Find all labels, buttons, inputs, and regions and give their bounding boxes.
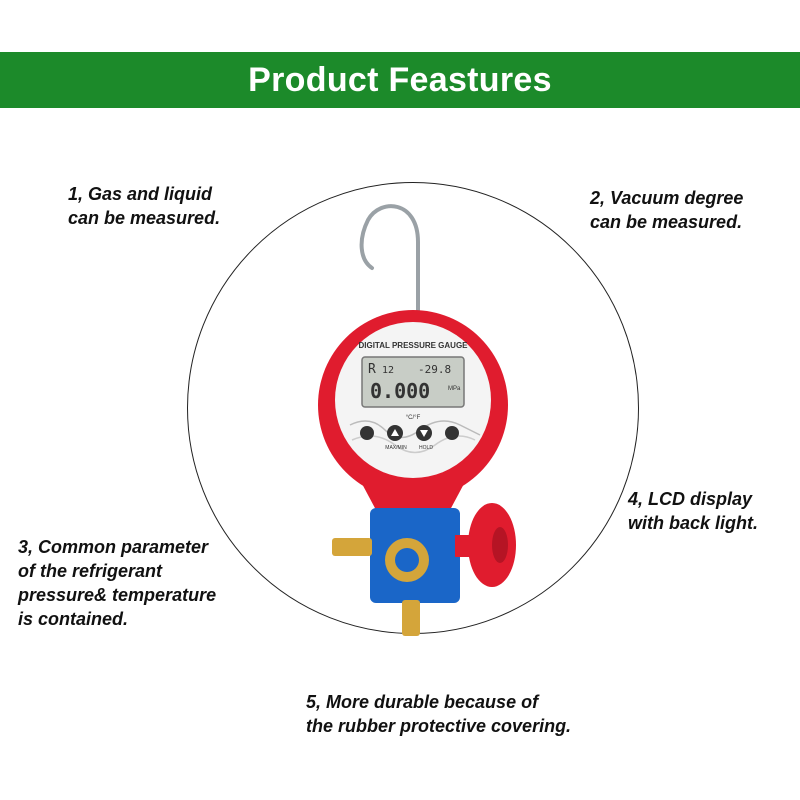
- lcd-pressure: 0.000: [370, 379, 430, 403]
- title-banner: Product Feastures: [0, 52, 800, 108]
- feature-vacuum: 2, Vacuum degree can be measured.: [590, 188, 744, 232]
- feature-refrigerant-parameters: 3, Common parameter of the refrigerant p…: [18, 535, 217, 631]
- power-button[interactable]: [360, 426, 374, 440]
- banner-title: Product Feastures: [248, 60, 552, 99]
- unit-label: °C/°F: [406, 415, 421, 421]
- lcd-unit: MPa: [448, 386, 461, 392]
- gauge-brand-text: DIGITAL PRESSURE GAUGE: [358, 341, 468, 350]
- light-button[interactable]: [445, 426, 459, 440]
- feature-gas-liquid: 1, Gas and liquid can be measured.: [68, 184, 221, 228]
- digital-pressure-gauge-image: DIGITAL PRESSURE GAUGE R 12 -29.8 0.000 …: [318, 204, 516, 636]
- feature-lcd-backlight: 4, LCD display with back light.: [628, 487, 759, 535]
- maxmin-label: MAX/MIN: [385, 445, 407, 451]
- lcd-temperature: -29.8: [418, 363, 451, 376]
- lcd-refrigerant: R: [368, 362, 376, 377]
- lcd-number: 12: [382, 365, 394, 376]
- hold-label: HOLD: [419, 445, 433, 451]
- feature-durable-covering: 5, More durable because of the rubber pr…: [306, 692, 572, 736]
